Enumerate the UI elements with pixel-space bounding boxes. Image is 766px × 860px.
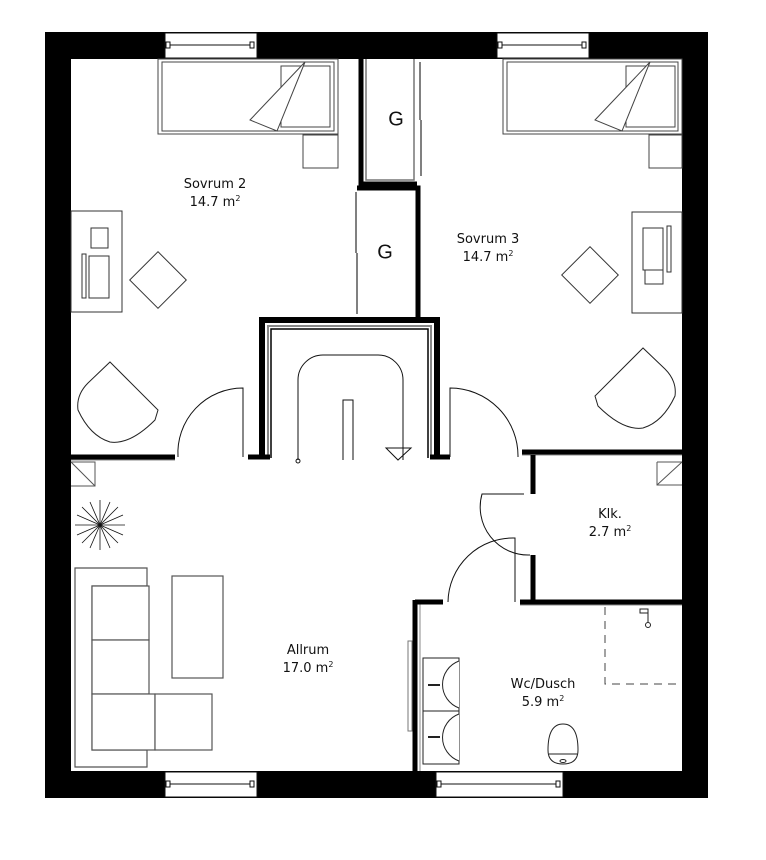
staircase: [295, 354, 413, 464]
room-area: 17.0 m2: [282, 660, 334, 676]
room-name: Klk.: [598, 507, 622, 522]
room-name: Allrum: [286, 643, 330, 658]
closet-label-upper: G: [388, 108, 404, 131]
desk-sovrum-3: [561, 211, 683, 314]
desk-sovrum-2: [70, 210, 187, 313]
klk-shelf: [70, 461, 683, 487]
shower-area: [604, 607, 682, 685]
armchair-sovrum-2: [77, 361, 159, 443]
room-name: Wc/Dusch: [510, 677, 576, 692]
plant: [75, 500, 125, 550]
windows: [164, 32, 590, 798]
room-area: 2.7 m2: [588, 524, 632, 540]
room-area: 5.9 m2: [521, 694, 565, 710]
doors: [177, 387, 531, 603]
bathroom-fixtures: [407, 640, 579, 765]
room-name: Sovrum 3: [456, 232, 520, 247]
interior-walls: [71, 59, 682, 771]
sofa: [74, 567, 213, 768]
room-label-allrum: Allrum 17.0 m2: [283, 644, 334, 676]
armchair-sovrum-3: [594, 347, 676, 429]
bed-sovrum-2: [157, 58, 339, 169]
closet-label-lower: G: [377, 241, 393, 264]
room-label-klk: Klk. 2.7 m2: [589, 508, 632, 540]
shower-head: [639, 608, 651, 628]
closet-doors: [355, 62, 422, 314]
outer-walls: [45, 32, 708, 798]
room-area: 14.7 m2: [462, 249, 514, 265]
room-label-sovrum-3: Sovrum 3 14.7 m2: [457, 233, 520, 265]
room-name: Sovrum 2: [183, 177, 247, 192]
room-label-sovrum-2: Sovrum 2 14.7 m2: [184, 178, 247, 210]
room-area: 14.7 m2: [189, 194, 241, 210]
bed-sovrum-3: [502, 58, 683, 169]
coffee-table: [171, 575, 224, 679]
room-label-wc-dusch: Wc/Dusch 5.9 m2: [511, 678, 576, 710]
